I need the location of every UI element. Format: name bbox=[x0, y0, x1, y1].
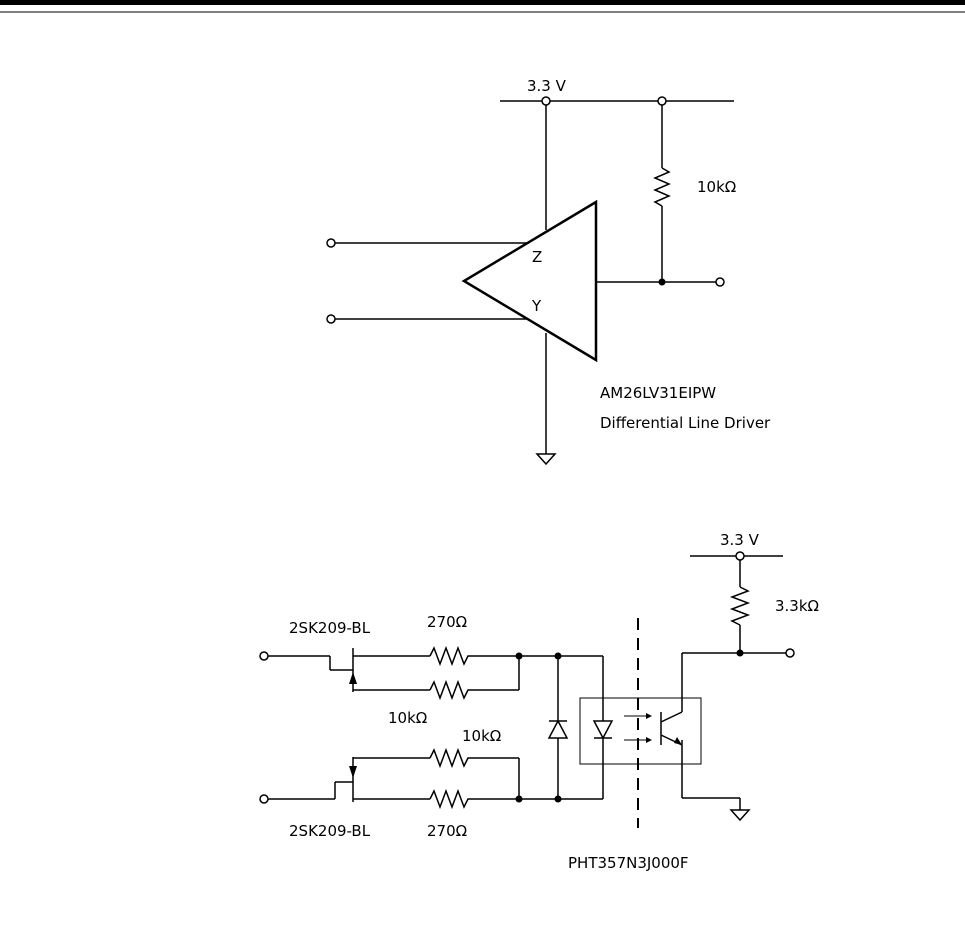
driver-supply-node-right bbox=[658, 97, 666, 105]
driver-triangle bbox=[464, 202, 596, 360]
receiver-circuit: 3.3 V 3.3kΩ bbox=[260, 531, 819, 872]
r-bottom-lower-label: 270Ω bbox=[427, 822, 467, 840]
driver-supply-label: 3.3 V bbox=[527, 77, 567, 95]
resistor-10k-top bbox=[430, 682, 519, 698]
driver-part-number: AM26LV31EIPW bbox=[600, 384, 716, 402]
optocoupler-part-number: PHT357N3J000F bbox=[568, 854, 689, 872]
driver-pin-y: Y bbox=[531, 297, 542, 315]
receiver-pullup-label: 3.3kΩ bbox=[775, 597, 819, 615]
protection-diode-icon bbox=[549, 721, 567, 738]
receiver-supply-label: 3.3 V bbox=[720, 531, 760, 549]
driver-input-y-terminal bbox=[327, 315, 335, 323]
fet-top-label: 2SK209-BL bbox=[289, 619, 371, 637]
fet-bottom-label: 2SK209-BL bbox=[289, 822, 371, 840]
receiver-ground-icon bbox=[731, 810, 749, 820]
r-top-upper-label: 270Ω bbox=[427, 613, 467, 631]
driver-supply-node-left bbox=[542, 97, 550, 105]
driver-ground-icon bbox=[537, 454, 555, 464]
driver-circuit: 3.3 V 10kΩ Z Y AM26LV31EIPW Differential… bbox=[327, 77, 771, 464]
jfet-bottom-icon bbox=[349, 757, 430, 802]
resistor-10k-bottom bbox=[430, 750, 519, 766]
receiver-supply-node bbox=[736, 552, 744, 560]
optocoupler-box bbox=[580, 698, 701, 764]
receiver-input-top-terminal bbox=[260, 652, 268, 660]
driver-output-terminal bbox=[716, 278, 724, 286]
header-rule bbox=[0, 0, 965, 12]
jfet-top-icon bbox=[345, 648, 430, 692]
r-top-lower-label: 10kΩ bbox=[388, 709, 427, 727]
driver-pin-z: Z bbox=[532, 248, 542, 266]
optocoupler-led-icon bbox=[594, 721, 612, 738]
driver-description: Differential Line Driver bbox=[600, 414, 771, 432]
receiver-output-terminal bbox=[786, 649, 794, 657]
resistor-270-top bbox=[430, 648, 519, 664]
r-bottom-upper-label: 10kΩ bbox=[462, 727, 501, 745]
phototransistor-icon bbox=[624, 712, 682, 745]
driver-input-z-terminal bbox=[327, 239, 335, 247]
receiver-pullup-resistor bbox=[732, 587, 748, 625]
driver-pullup-label: 10kΩ bbox=[697, 178, 736, 196]
receiver-input-bottom-terminal bbox=[260, 795, 268, 803]
driver-pullup-resistor bbox=[655, 168, 669, 206]
